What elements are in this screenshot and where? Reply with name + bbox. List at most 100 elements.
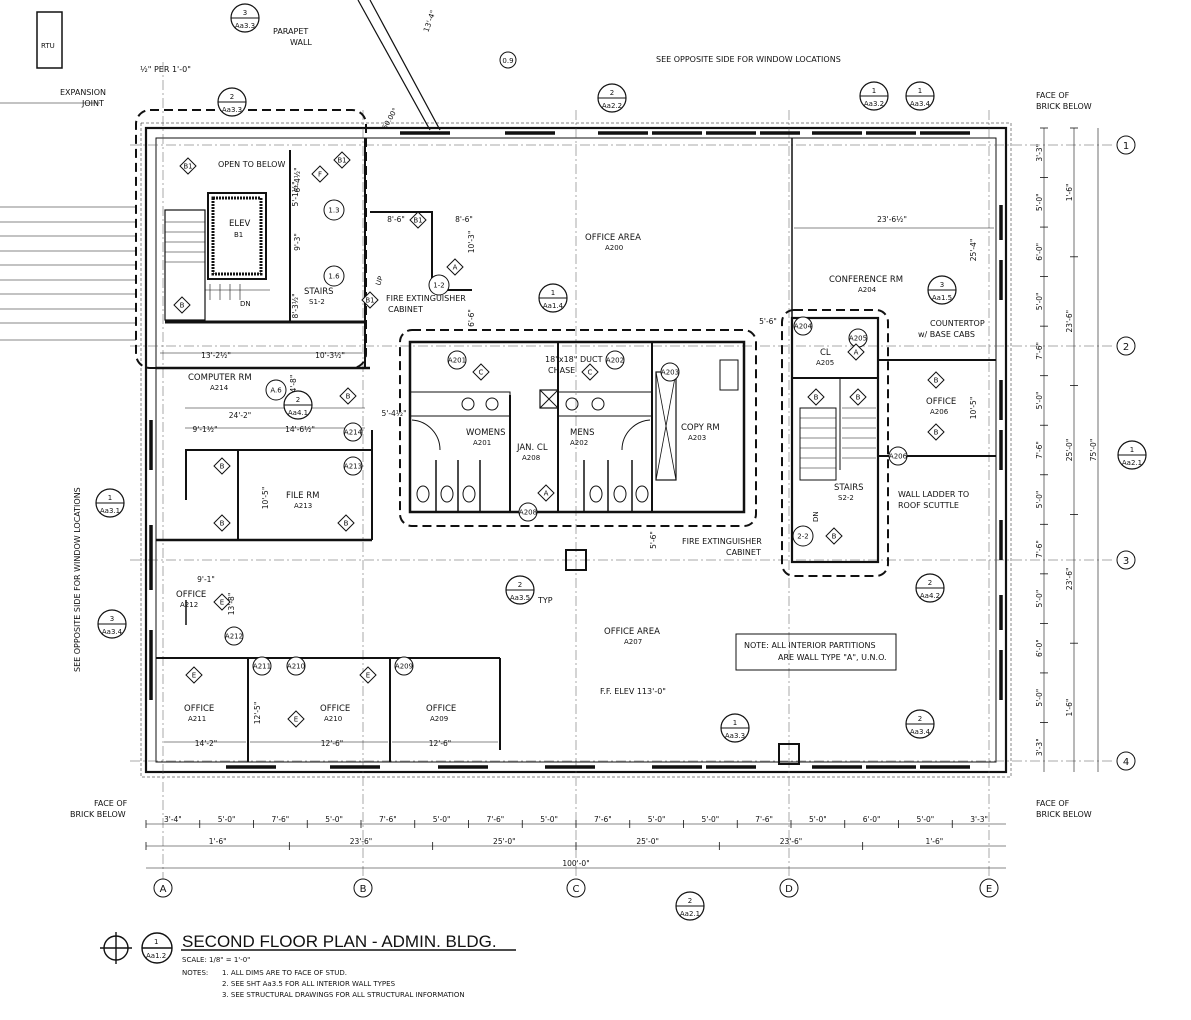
wall-type-label: B (934, 377, 939, 385)
ffelev-label: F.F. ELEV 113'-0" (600, 687, 666, 696)
section-number: 2 (928, 579, 932, 587)
grid-col-label: C (573, 884, 580, 895)
grid-bubble-top: 0.9 (499, 51, 517, 69)
section-sheet: Aa3.3 (235, 22, 255, 30)
detail-tag-label: 1.6 (328, 273, 340, 281)
room-mens-num: A202 (570, 439, 588, 447)
wall-type-label: F (318, 171, 322, 179)
interior-dim-25: 5'-6" (759, 317, 777, 326)
section-sheet: Aa2.1 (680, 910, 700, 918)
section-number: 2 (518, 581, 522, 589)
section-sheet: Aa3.4 (102, 628, 123, 636)
windows (149, 131, 1003, 769)
interior-dim-10: 10'-3½" (315, 351, 345, 360)
wall-type-label: C (479, 369, 484, 377)
room-office-a209-name: OFFICE (426, 704, 456, 714)
duct-line1: 18"x18" DUCT (545, 355, 603, 364)
room-office-a209-num: A209 (430, 715, 448, 723)
stair-2-treads (800, 407, 876, 469)
interior-dim-26: 10'-5" (969, 397, 978, 420)
grid-row-label: 1 (1123, 141, 1129, 152)
wall-type-B-4: B (927, 371, 945, 389)
wall-type-B1-3: B1 (361, 291, 379, 309)
room-computer-num: A214 (210, 384, 229, 392)
dim-bottom-2-2: 25'-0" (493, 837, 516, 846)
interior-dim-8: 6'-6" (467, 309, 476, 327)
dim-bottom-1-4: 7'-6" (379, 815, 397, 824)
dim-right-1-5: 5'-0" (1035, 392, 1044, 410)
interior-dim-15: 5'-4½" (381, 409, 406, 418)
grid-col-label: D (785, 884, 793, 895)
dim-bottom-2-1: 23'-6" (350, 837, 373, 846)
section-number: 1 (1130, 446, 1134, 454)
wall-type-E-3: E (287, 710, 305, 728)
brick-tr-2: BRICK BELOW (1036, 102, 1092, 111)
dim-bottom-1-13: 6'-0" (863, 815, 881, 824)
dim-right-1-11: 5'-0" (1035, 689, 1044, 707)
interior-dim-18: 13'-8" (227, 593, 236, 616)
detail-tag-4: A.6 (265, 379, 287, 401)
wall-type-A-0: A (446, 258, 464, 276)
section-number: 2 (688, 897, 692, 905)
door-tag-label: A213 (344, 463, 362, 471)
fire-ext-1-line2: CABINET (388, 305, 423, 314)
duct-line2: CHASE (548, 366, 575, 375)
dim-bottom-2-3: 25'-0" (636, 837, 659, 846)
door-tag-label: A201 (448, 357, 466, 365)
room-jan-num: A208 (522, 454, 540, 462)
dn-1: DN (240, 300, 251, 308)
dim-bottom-1-6: 7'-6" (486, 815, 504, 824)
door-tag-A211: A211 (252, 656, 272, 676)
ladder-line2: ROOF SCUTTLE (898, 501, 959, 510)
grid-bubble-col-A: A (153, 878, 173, 898)
door-tag-label: A210 (287, 663, 305, 671)
door-tag-A208: A208 (518, 502, 538, 522)
section-number: 3 (940, 281, 944, 289)
dim-right-2-0: 1'-6" (1065, 184, 1074, 202)
up-label: UP (374, 275, 385, 287)
interior-dim-9: 13'-2½" (201, 351, 231, 360)
fixtures (411, 397, 651, 503)
dim-right-1-10: 6'-0" (1035, 639, 1044, 657)
fire-ext-2-line2: CABINET (726, 548, 761, 557)
room-conference-num: A204 (858, 286, 877, 294)
detail-tag-label: 2-2 (797, 533, 808, 541)
wall-type-B1-1: B1 (333, 151, 351, 169)
wall-type-label: B (220, 463, 225, 471)
door-tag-label: A212 (225, 633, 243, 641)
room-computer-name: COMPUTER RM (188, 373, 252, 383)
detail-tag-2: 1-2 (428, 274, 450, 296)
section-number: 1 (918, 87, 922, 95)
section-sheet: Aa3.4 (910, 728, 931, 736)
grid-bubble-col-E: E (979, 878, 999, 898)
door-tag-A201: A201 (447, 350, 467, 370)
room-elev-num: B1 (234, 231, 243, 239)
interior-dim-21: 12'-6" (321, 739, 344, 748)
wall-type-label: B1 (413, 217, 422, 225)
dim-bottom-2-4: 23'-6" (780, 837, 803, 846)
door-tag-A209: A209 (394, 656, 414, 676)
grid-top-label: 0.9 (502, 57, 513, 65)
door-tag-label: A205 (849, 335, 867, 343)
room-file-num: A213 (294, 502, 312, 510)
dim-right-1-2: 6'-0" (1035, 243, 1044, 261)
drawing-title: SECOND FLOOR PLAN - ADMIN. BLDG. (182, 932, 497, 951)
wall-type-B1-0: B1 (179, 157, 197, 175)
detail-tag-label: A.6 (270, 387, 282, 395)
wall-type-B-1: B (213, 457, 231, 475)
wall-type-label: B (832, 533, 837, 541)
detail-tag-label: 1.3 (328, 207, 339, 215)
expansion-label-1: EXPANSION (60, 88, 106, 97)
parapet-label-2: WALL (290, 38, 312, 47)
door-tag-label: A211 (253, 663, 271, 671)
wall-type-C-0: C (472, 363, 490, 381)
countertop-line1: COUNTERTOP (930, 319, 985, 328)
room-office-a211-name: OFFICE (184, 704, 214, 714)
room-office-a206-name: OFFICE (926, 397, 956, 407)
